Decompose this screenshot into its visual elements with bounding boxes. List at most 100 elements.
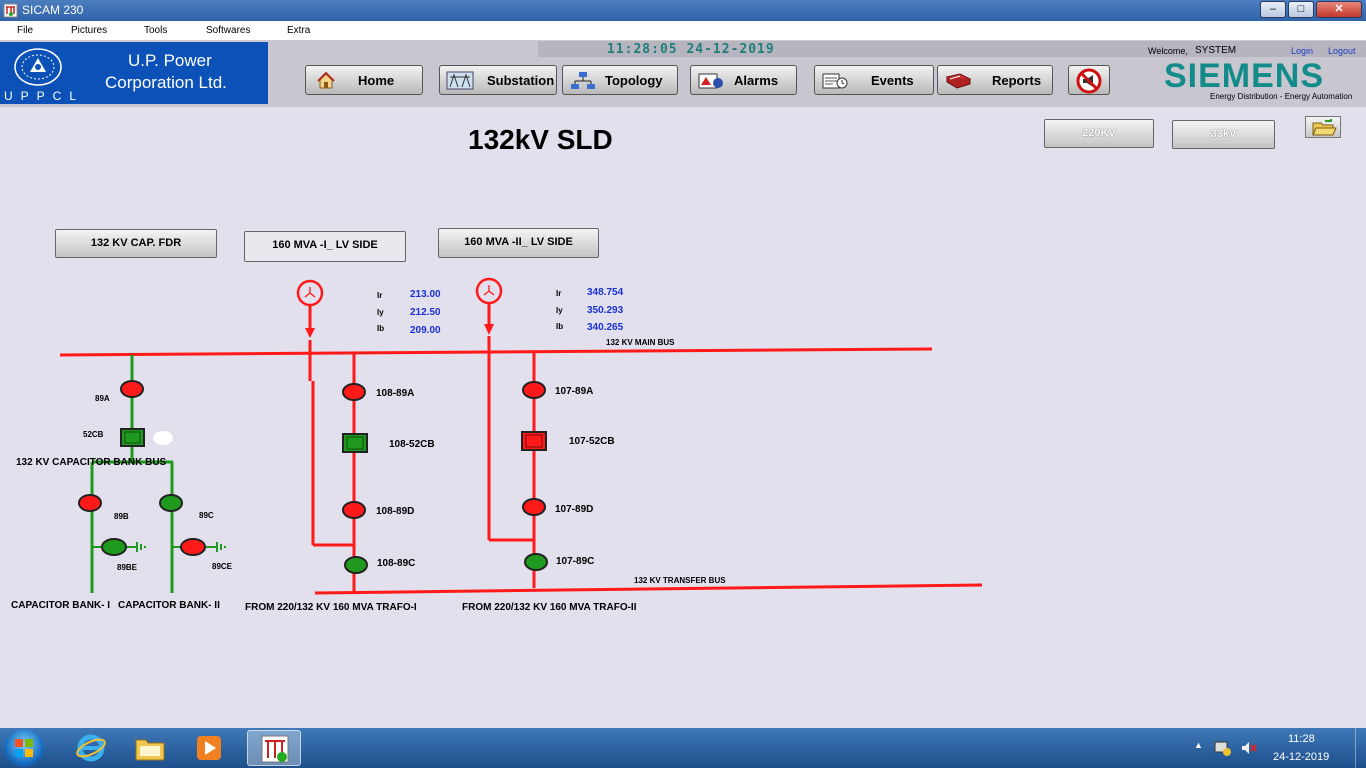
- trafo2-lv-button[interactable]: 160 MVA -II_ LV SIDE: [438, 228, 599, 258]
- taskbar-media-player[interactable]: [182, 730, 236, 766]
- topology-label: Topology: [605, 73, 663, 88]
- meas1-ir-label: Ir: [377, 291, 382, 300]
- topology-button[interactable]: Topology: [562, 65, 678, 95]
- sicam-taskbar-icon: [261, 735, 289, 763]
- show-hidden-icons[interactable]: ▲: [1194, 740, 1203, 750]
- cap-bus-label: 132 KV CAPACITOR BANK BUS: [16, 457, 167, 468]
- taskbar-explorer[interactable]: [123, 730, 177, 766]
- earth-switch-89be[interactable]: [101, 538, 127, 556]
- logout-link[interactable]: Logout: [1328, 46, 1356, 56]
- events-icon: [822, 73, 848, 89]
- breaker-107-52cb[interactable]: [521, 431, 547, 451]
- org-abbreviation: UPPCL: [4, 89, 85, 103]
- close-button[interactable]: ✕: [1316, 1, 1362, 18]
- taskbar-sicam[interactable]: [247, 730, 301, 766]
- meas1-iy-label: Iy: [377, 308, 384, 317]
- menu-softwares[interactable]: Softwares: [206, 25, 251, 36]
- folder-icon: [135, 739, 165, 761]
- alarms-button[interactable]: Alarms: [690, 65, 797, 95]
- trafo1-arrow-icon: [305, 328, 315, 338]
- bay-107: 107-89A 107-52CB 107-89D 107-89C FROM 22…: [462, 277, 637, 613]
- taskbar-date[interactable]: 24-12-2019: [1273, 751, 1330, 763]
- open-folder-button[interactable]: [1305, 116, 1341, 138]
- transfer-bus-line: [314, 583, 983, 595]
- network-icon[interactable]: [1214, 740, 1232, 756]
- trafo2-arrow-icon: [484, 324, 494, 335]
- isolator-107-89a[interactable]: [522, 381, 546, 399]
- label-107-89d: 107-89D: [555, 504, 593, 515]
- menu-pictures[interactable]: Pictures: [71, 25, 108, 36]
- earth-89ce-icon: [216, 542, 226, 552]
- taskbar: ▲ 11:28 24-12-2019: [0, 728, 1366, 768]
- events-button[interactable]: Events: [814, 65, 934, 95]
- meas1-ib-label: Ib: [377, 324, 384, 333]
- label-52cb: 52CB: [83, 430, 104, 439]
- login-link[interactable]: Login: [1291, 46, 1314, 56]
- taskbar-ie[interactable]: [64, 730, 118, 766]
- single-line-diagram: 132 KV MAIN BUS 132 KV TRANSFER BUS 89A …: [11, 277, 983, 613]
- trafo2-source-label: FROM 220/132 KV 160 MVA TRAFO-II: [462, 602, 637, 613]
- menu-tools[interactable]: Tools: [144, 25, 168, 36]
- transfer-bus-label: 132 KV TRANSFER BUS: [634, 576, 726, 585]
- header: U.P. Power Corporation Ltd. UPPCL 11:28:…: [0, 41, 1366, 107]
- reports-label: Reports: [992, 73, 1042, 88]
- taskbar-time[interactable]: 11:28: [1288, 733, 1315, 745]
- 220kv-button[interactable]: 220KV: [1044, 119, 1154, 148]
- menu-file[interactable]: File: [17, 25, 34, 36]
- label-108-89c: 108-89C: [377, 558, 415, 569]
- label-89be: 89BE: [117, 563, 138, 572]
- isolator-108-89d[interactable]: [342, 501, 366, 519]
- show-desktop-button[interactable]: [1355, 728, 1366, 768]
- breaker-52cb[interactable]: [120, 428, 145, 447]
- minimize-button[interactable]: –: [1260, 1, 1286, 18]
- uppcl-logo: U.P. Power Corporation Ltd. UPPCL: [0, 42, 268, 104]
- isolator-89c[interactable]: [159, 494, 183, 512]
- internet-explorer-icon: [76, 734, 106, 762]
- earth-89be-icon: [136, 542, 146, 552]
- menu-extra[interactable]: Extra: [287, 25, 311, 36]
- breaker-52cb-status-indicator: [153, 431, 173, 445]
- reports-button[interactable]: Reports: [937, 65, 1053, 95]
- isolator-89b[interactable]: [78, 494, 102, 512]
- alarm-silence-button[interactable]: [1068, 65, 1110, 95]
- cap-bank1-label: CAPACITOR BANK- I: [11, 600, 110, 611]
- meas2-ib-value: 340.265: [587, 322, 624, 333]
- home-button[interactable]: Home: [305, 65, 423, 95]
- alarms-label: Alarms: [734, 73, 779, 88]
- sicam-app-icon: [3, 3, 18, 18]
- isolator-108-89c[interactable]: [344, 556, 368, 574]
- volume-muted-icon[interactable]: [1240, 740, 1258, 756]
- home-label: Home: [358, 73, 395, 88]
- label-107-89a: 107-89A: [555, 386, 593, 397]
- topology-icon: [571, 72, 595, 89]
- meas1-ir-value: 213.00: [410, 289, 441, 300]
- earth-switch-89ce[interactable]: [180, 538, 206, 556]
- meas1-iy-value: 212.50: [410, 307, 441, 318]
- label-89a: 89A: [95, 394, 110, 403]
- meas2-ib-label: Ib: [556, 322, 563, 331]
- label-89ce: 89CE: [212, 562, 233, 571]
- substation-label: Substation: [487, 73, 555, 88]
- clock-bar: [538, 41, 1366, 57]
- substation-icon: [446, 71, 474, 90]
- label-107-52cb: 107-52CB: [569, 436, 615, 447]
- bay-108: 108-89A 108-52CB 108-89D 108-89C FROM 22…: [245, 279, 441, 613]
- meas1-ib-value: 209.00: [410, 325, 441, 336]
- org-name-line1: U.P. Power: [128, 51, 212, 70]
- isolator-89a[interactable]: [120, 380, 144, 398]
- isolator-107-89c[interactable]: [524, 553, 548, 571]
- meas2-iy-value: 350.293: [587, 305, 624, 316]
- siemens-tagline: Energy Distribution - Energy Automation: [1210, 92, 1353, 101]
- isolator-108-89a[interactable]: [342, 383, 366, 401]
- maximize-button[interactable]: □: [1288, 1, 1314, 18]
- substation-button[interactable]: Substation: [439, 65, 557, 95]
- trafo1-lv-button[interactable]: 160 MVA -I_ LV SIDE: [244, 231, 406, 262]
- window-title: SICAM 230: [22, 3, 84, 17]
- cap-feeder-button[interactable]: 132 KV CAP. FDR: [55, 229, 217, 258]
- breaker-108-52cb[interactable]: [342, 433, 368, 453]
- folder-open-icon: [1312, 119, 1337, 136]
- title-bar: SICAM 230 – □ ✕: [0, 0, 1366, 21]
- 33kv-button[interactable]: 33kV: [1172, 120, 1275, 149]
- start-button[interactable]: [4, 729, 44, 767]
- isolator-107-89d[interactable]: [522, 498, 546, 516]
